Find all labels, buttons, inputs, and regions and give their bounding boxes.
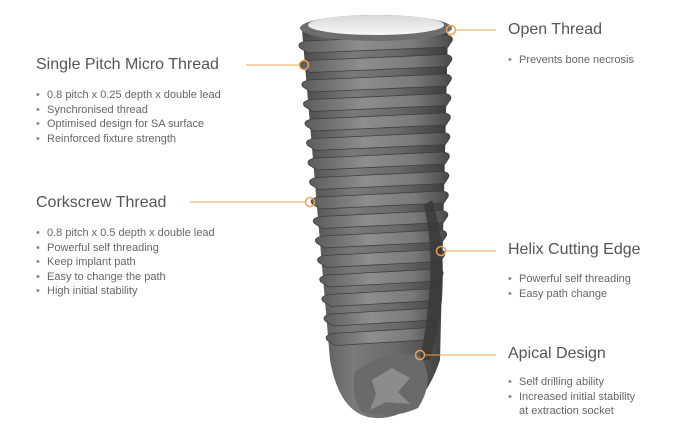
marker-helix: [435, 245, 447, 257]
corkscrew-bullets: 0.8 pitch x 0.5 depth x double lead Powe…: [36, 226, 215, 299]
corkscrew-title: Corkscrew Thread: [36, 194, 167, 211]
apical-cut: [370, 368, 410, 410]
helix-title: Helix Cutting Edge: [508, 241, 641, 258]
bullet-item: 0.8 pitch x 0.25 depth x double lead: [36, 88, 221, 103]
thread-ridge: [312, 210, 449, 229]
callout-markers: [298, 24, 457, 361]
implant-threads: [298, 34, 453, 346]
thread-ridge: [307, 151, 450, 171]
bullet-item: Optimised design for SA surface: [36, 117, 221, 132]
bullet-item: Reinforced fixture strength: [36, 132, 221, 147]
open-thread-title: Open Thread: [508, 21, 602, 38]
thread-ridge: [298, 34, 453, 54]
single-pitch-bullets: 0.8 pitch x 0.25 depth x double lead Syn…: [36, 88, 221, 146]
bullet-item: Increased initial stability: [508, 390, 635, 405]
helix-bullets: Powerful self threading Easy path change: [508, 272, 631, 301]
marker-open-thread: [445, 24, 457, 36]
bullet-item: 0.8 pitch x 0.5 depth x double lead: [36, 226, 215, 241]
leader-lines: [190, 29, 496, 356]
bullet-item: Prevents bone necrosis: [508, 53, 634, 68]
thread-ridge: [301, 73, 452, 93]
thread-ridge: [303, 93, 452, 112]
bullet-item: Self drilling ability: [508, 375, 635, 390]
marker-single-pitch: [298, 59, 310, 71]
bullet-item: Powerful self threading: [508, 272, 631, 287]
bullet-item: Easy path change: [508, 287, 631, 302]
apical-title: Apical Design: [508, 345, 606, 362]
bullet-item: Powerful self threading: [36, 241, 215, 256]
thread-ridge: [304, 112, 451, 132]
bullet-item: at extraction socket: [519, 405, 614, 417]
implant-bore: [308, 15, 444, 35]
thread-ridge: [299, 54, 453, 73]
single-pitch-title: Single Pitch Micro Thread: [36, 56, 219, 73]
bullet-item: High initial stability: [36, 284, 215, 299]
marker-corkscrew: [304, 196, 316, 208]
thread-ridge: [310, 190, 449, 210]
cutting-flute: [420, 200, 443, 360]
thread-ridge: [309, 171, 450, 190]
open-thread-bullets: Prevents bone necrosis: [508, 53, 634, 68]
bullet-item: Keep implant path: [36, 255, 215, 270]
implant-body: [298, 15, 453, 419]
thread-ridge: [306, 132, 451, 151]
bullet-item: Easy to change the path: [36, 270, 215, 285]
apical-bullets: Self drilling ability Increased initial …: [508, 375, 635, 419]
marker-apical: [414, 349, 426, 361]
bullet-item: Synchronised thread: [36, 103, 221, 118]
thread-ridge: [315, 229, 448, 249]
